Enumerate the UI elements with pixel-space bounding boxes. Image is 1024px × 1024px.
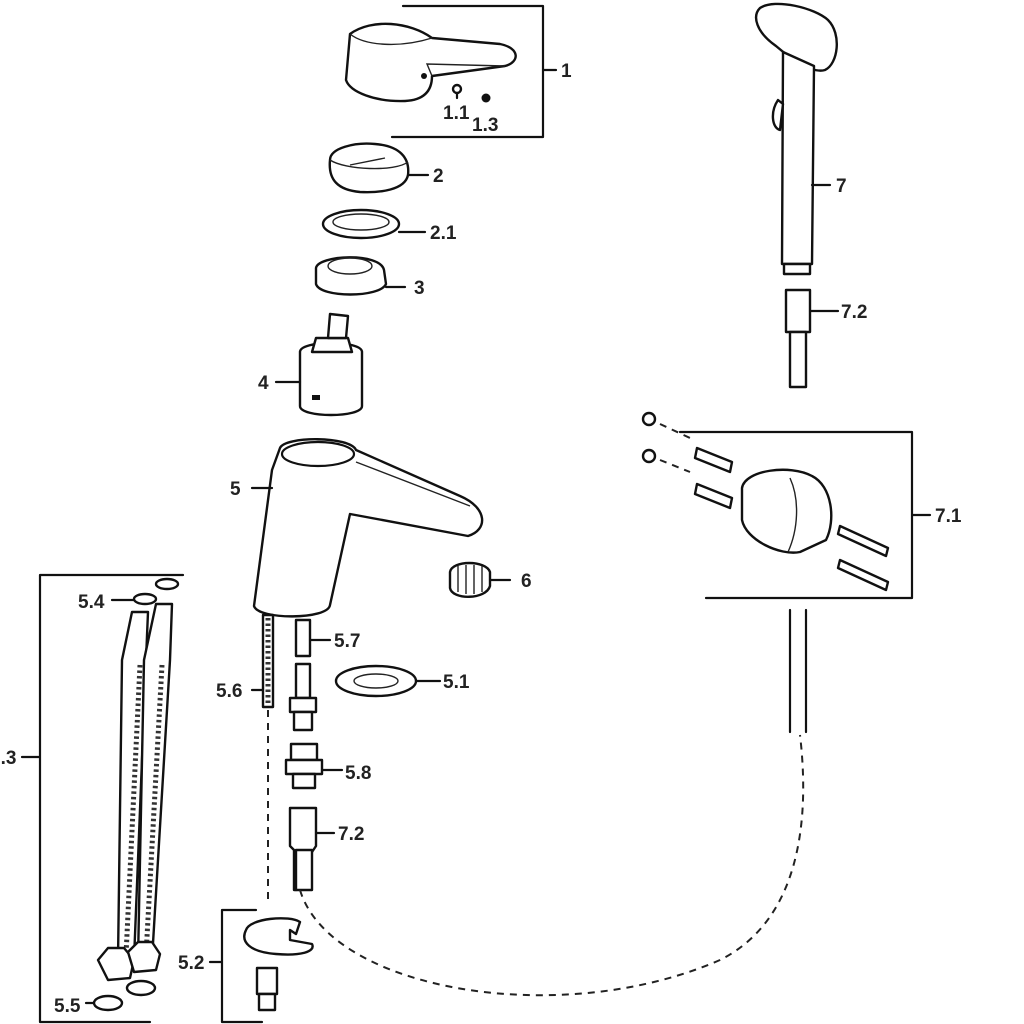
nut-3: [314, 256, 407, 296]
wall-holder-7-1: [641, 411, 890, 592]
bracket-7-1: [678, 430, 932, 600]
label-5-1: 5.1: [443, 672, 470, 693]
bracket-5-3: [20, 573, 185, 1024]
label-5-4: 5.4: [78, 592, 105, 613]
label-7-1: 7.1: [935, 506, 962, 527]
lever-handle: [344, 22, 517, 103]
aerator-6: [448, 561, 512, 598]
adapter-5-8: [284, 742, 344, 790]
bracket-5-2: [208, 908, 264, 1024]
hose-path: [299, 734, 805, 997]
label-1: 1: [561, 61, 572, 82]
label-5-6: 5.6: [216, 681, 242, 702]
label-5: 5: [230, 479, 241, 500]
mixer-body-5: [250, 438, 484, 618]
label-1-1: 1.1: [443, 103, 470, 124]
tube-5-7: [288, 618, 332, 732]
washers-5-5: [84, 979, 157, 1012]
cover-cap-2: [328, 142, 430, 194]
hose-connector-7-2-bottom: [288, 806, 336, 892]
hose-segment: [788, 608, 808, 734]
label-5-3: 5.3: [0, 748, 16, 769]
fixing-clip-5-2: [243, 917, 314, 1012]
label-1-3: 1.3: [472, 115, 498, 136]
label-7: 7: [836, 176, 847, 197]
cartridge-4: [274, 312, 364, 417]
screw-1-1: [451, 83, 463, 100]
flexible-hoses-5-3: [96, 602, 174, 982]
label-5-7: 5.7: [334, 631, 360, 652]
label-2-1: 2.1: [430, 223, 457, 244]
bracket-1: [390, 4, 558, 139]
label-5-5: 5.5: [54, 996, 81, 1017]
washer-5-1: [334, 664, 442, 698]
ring-2-1: [321, 208, 427, 240]
label-5-2: 5.2: [178, 953, 204, 974]
seals-5-4: [110, 577, 180, 606]
label-5-8: 5.8: [345, 763, 371, 784]
label-4: 4: [258, 373, 269, 394]
hand-shower-7: [755, 2, 838, 276]
label-2: 2: [433, 166, 444, 187]
threaded-rod-5-6: [261, 613, 275, 709]
label-3: 3: [414, 278, 425, 299]
hose-connector-7-2-top: [784, 288, 840, 389]
screw-cap-1-3: [481, 93, 491, 103]
label-6: 6: [521, 571, 532, 592]
label-7-2-top: 7.2: [841, 302, 867, 323]
label-7-2-bottom: 7.2: [338, 824, 364, 845]
